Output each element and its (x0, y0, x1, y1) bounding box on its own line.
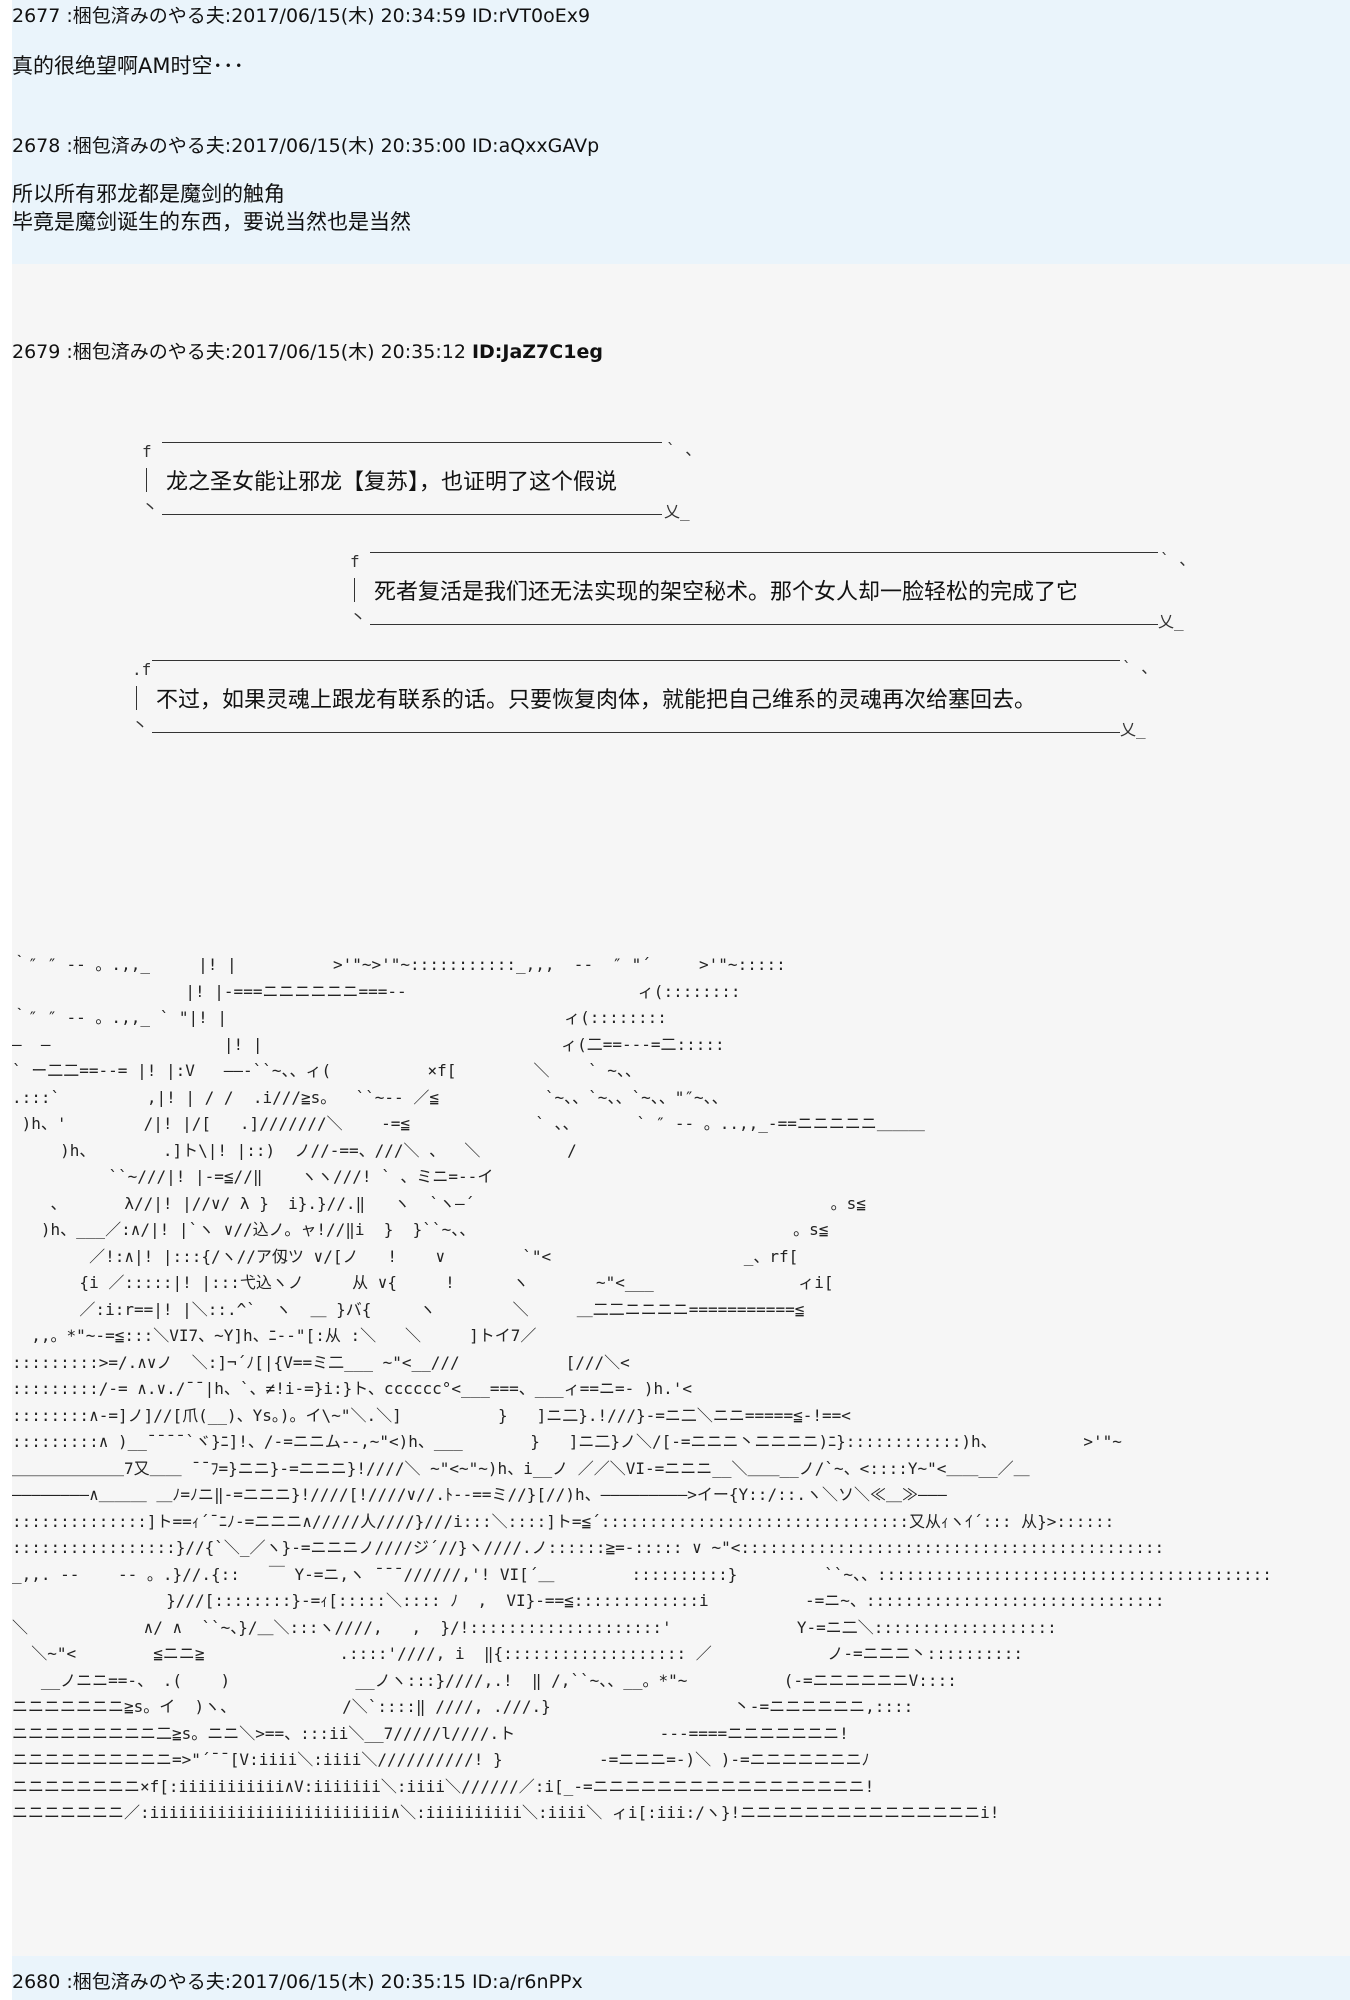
speech-bubble: f ` 、 死者复活是我们还无法实现的架空秘术。那个女人却一脸轻松的完成了它 丶… (350, 550, 1196, 631)
post-2679: 2679 :梱包済みのやる夫:2017/06/15(木) 20:35:12 ID… (12, 264, 1350, 1956)
post-line: 所以所有邪龙都是魔剑的触角 (12, 182, 285, 206)
bubble-text: 不过，如果灵魂上跟龙有联系的话。只要恢复肉体，就能把自己维系的灵魂再次给塞回去。 (156, 688, 1037, 713)
bubble-bottom-border (152, 732, 1120, 733)
speech-bubble: f ` 、 龙之圣女能让邪龙【复苏】，也证明了这个假说 丶 乂_ (142, 440, 702, 521)
post-line: 毕竟是魔剑诞生的东西，要说当然也是当然 (12, 210, 411, 234)
bubble-bottom-border (162, 514, 662, 515)
post-2678: 2678 :梱包済みのやる夫:2017/06/15(木) 20:35:00 ID… (12, 132, 1350, 264)
post-header: 2680 :梱包済みのやる夫:2017/06/15(木) 20:35:15 ID… (12, 1971, 583, 1993)
ascii-art: ｀″ ″ ‐‐ 。.,,_ |! | >'"~>'"~:::::::::::_,… (12, 952, 1332, 1852)
bubble-top-border (152, 660, 1120, 661)
post-header-prefix: 2679 :梱包済みのやる夫:2017/06/15(木) 20:35:12 (12, 341, 472, 363)
post-2677: 2677 :梱包済みのやる夫:2017/06/15(木) 20:34:59 ID… (12, 0, 1350, 132)
bubble-left-border (136, 686, 137, 710)
post-2680: 2680 :梱包済みのやる夫:2017/06/15(木) 20:35:15 ID… (12, 1956, 1350, 2000)
speech-bubble: .f ` 、 不过，如果灵魂上跟龙有联系的话。只要恢复肉体，就能把自己维系的灵魂… (132, 658, 1158, 739)
post-header: 2677 :梱包済みのやる夫:2017/06/15(木) 20:34:59 ID… (12, 5, 591, 27)
bubble-left-border (146, 468, 147, 492)
bubble-top-border (370, 552, 1158, 553)
bubble-left-border (354, 578, 355, 602)
post-id: ID:JaZ7C1eg (471, 341, 603, 363)
bubble-top-border (162, 442, 662, 443)
bubble-text: 死者复活是我们还无法实现的架空秘术。那个女人却一脸轻松的完成了它 (374, 580, 1079, 605)
bubble-bottom-border (370, 624, 1158, 625)
bubble-text: 龙之圣女能让邪龙【复苏】，也证明了这个假说 (166, 470, 618, 495)
post-header: 2678 :梱包済みのやる夫:2017/06/15(木) 20:35:00 ID… (12, 135, 600, 157)
ascii-art-lines: ｀″ ″ ‐‐ 。.,,_ |! | >'"~>'"~:::::::::::_,… (12, 955, 1272, 1822)
post-header: 2679 :梱包済みのやる夫:2017/06/15(木) 20:35:12 ID… (12, 340, 603, 364)
post-line: 真的很绝望啊AM时空･･･ (12, 54, 244, 78)
